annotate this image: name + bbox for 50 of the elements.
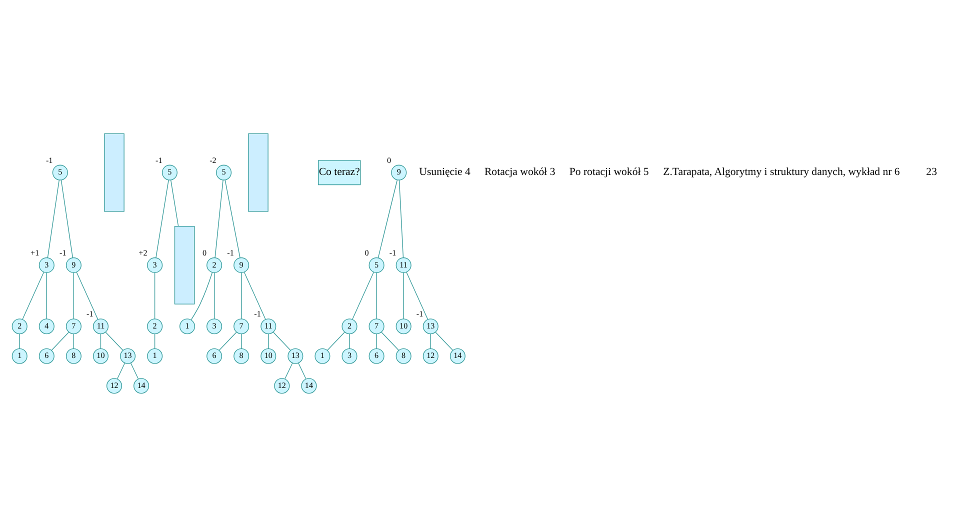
- connector: [381, 332, 399, 351]
- connector: [327, 332, 345, 351]
- connector: [376, 272, 377, 320]
- connector: [406, 272, 428, 320]
- connector: [154, 334, 156, 349]
- connector: [100, 334, 102, 349]
- connector: [273, 332, 291, 351]
- connector: [154, 272, 156, 320]
- connector: [170, 180, 179, 226]
- connector: [60, 180, 73, 258]
- connector: [214, 272, 215, 320]
- connector: [376, 334, 377, 349]
- connector: [116, 362, 126, 380]
- connector: [76, 272, 98, 320]
- connector: [46, 272, 47, 320]
- connector: [435, 332, 454, 351]
- node-bar: [104, 133, 124, 212]
- label: Z.Tarapata, Algorytmy i struktury danych, wykład nr 6: [663, 166, 900, 178]
- connector: [378, 180, 398, 258]
- connector: [241, 334, 242, 349]
- connector: [51, 332, 70, 351]
- connector: [244, 272, 266, 320]
- connector: [73, 334, 74, 349]
- node-bar: [248, 133, 268, 212]
- label: Rotacja wokół 3: [484, 166, 556, 178]
- connector: [224, 180, 240, 258]
- connector: [349, 334, 350, 349]
- connector: [190, 272, 213, 320]
- connector: [403, 272, 404, 320]
- node-bar: [174, 226, 195, 304]
- connector: [19, 334, 20, 349]
- label: Po rotacji wokół 5: [569, 166, 649, 178]
- connector: [47, 180, 60, 258]
- connector: [218, 332, 237, 351]
- connector: [352, 272, 374, 320]
- connector: [268, 334, 269, 349]
- label: Usunięcie 4: [419, 166, 470, 178]
- node-box: Co teraz?: [318, 160, 361, 186]
- connector: [298, 362, 306, 380]
- connector: [73, 272, 74, 320]
- connector: [398, 180, 404, 258]
- connector: [130, 362, 139, 380]
- connector: [105, 332, 124, 351]
- connector: [156, 180, 169, 258]
- connector: [214, 180, 224, 258]
- connector: [241, 272, 242, 320]
- connector: [284, 362, 293, 380]
- label: 23: [926, 166, 937, 178]
- connector: [22, 272, 44, 320]
- connector: [430, 334, 431, 349]
